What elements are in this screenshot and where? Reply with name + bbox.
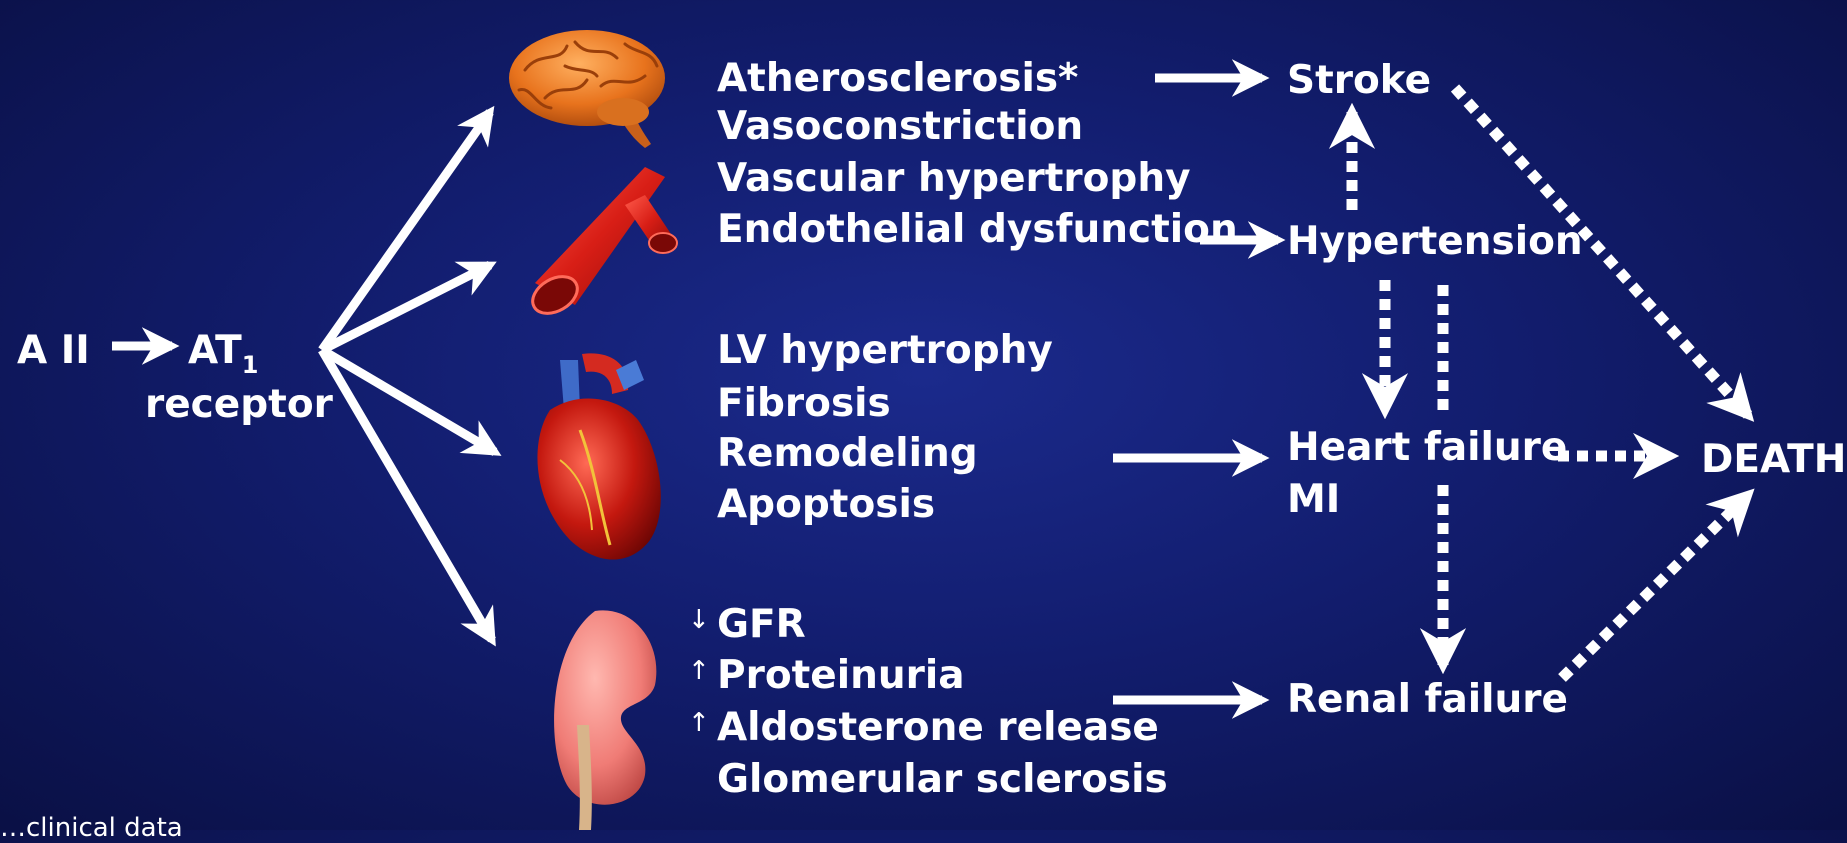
outcome-death: DEATH: [1701, 440, 1846, 479]
kidney-icon: [545, 605, 665, 830]
outcome-renal-failure: Renal failure: [1287, 680, 1568, 719]
receptor-label: receptor: [145, 385, 333, 424]
effect-fibrosis: Fibrosis: [717, 384, 891, 423]
outcome-hypertension: Hypertension: [1287, 222, 1583, 261]
heart-icon: [520, 350, 680, 570]
up-arrow-aldosterone: ↑: [688, 710, 710, 736]
effect-remodeling: Remodeling: [717, 434, 978, 473]
dotted-renal-to-death: [1562, 495, 1748, 678]
outcome-heart-failure: Heart failure: [1287, 428, 1567, 467]
at1-label: AT1: [188, 331, 258, 370]
effect-glomerular-sclerosis: Glomerular sclerosis: [717, 760, 1168, 799]
down-arrow-gfr: ↓: [688, 607, 710, 633]
effect-lv-hypertrophy: LV hypertrophy: [717, 331, 1053, 370]
outcome-mi: MI: [1287, 480, 1340, 519]
up-arrow-proteinuria: ↑: [688, 658, 710, 684]
at-label: AT: [188, 328, 242, 373]
brain-icon: [505, 20, 675, 150]
effect-apoptosis: Apoptosis: [717, 485, 935, 524]
footer-note: …clinical data: [0, 815, 183, 841]
effect-aldosterone-release: Aldosterone release: [717, 708, 1159, 747]
effect-gfr: GFR: [717, 605, 806, 644]
arrow-to-brain: [322, 112, 490, 350]
effect-atherosclerosis: Atherosclerosis*: [717, 59, 1078, 98]
outcome-stroke: Stroke: [1287, 61, 1431, 100]
artery-icon: [515, 165, 685, 325]
effect-proteinuria: Proteinuria: [717, 656, 965, 695]
effect-vascular-hypertrophy: Vascular hypertrophy: [717, 159, 1191, 198]
arrow-to-kidney: [322, 350, 492, 640]
at-subscript: 1: [242, 351, 259, 379]
effect-vasoconstriction: Vasoconstriction: [717, 107, 1083, 146]
a2-label: A II: [17, 331, 90, 370]
effect-endothelial-dysfunction: Endothelial dysfunction: [717, 210, 1238, 249]
